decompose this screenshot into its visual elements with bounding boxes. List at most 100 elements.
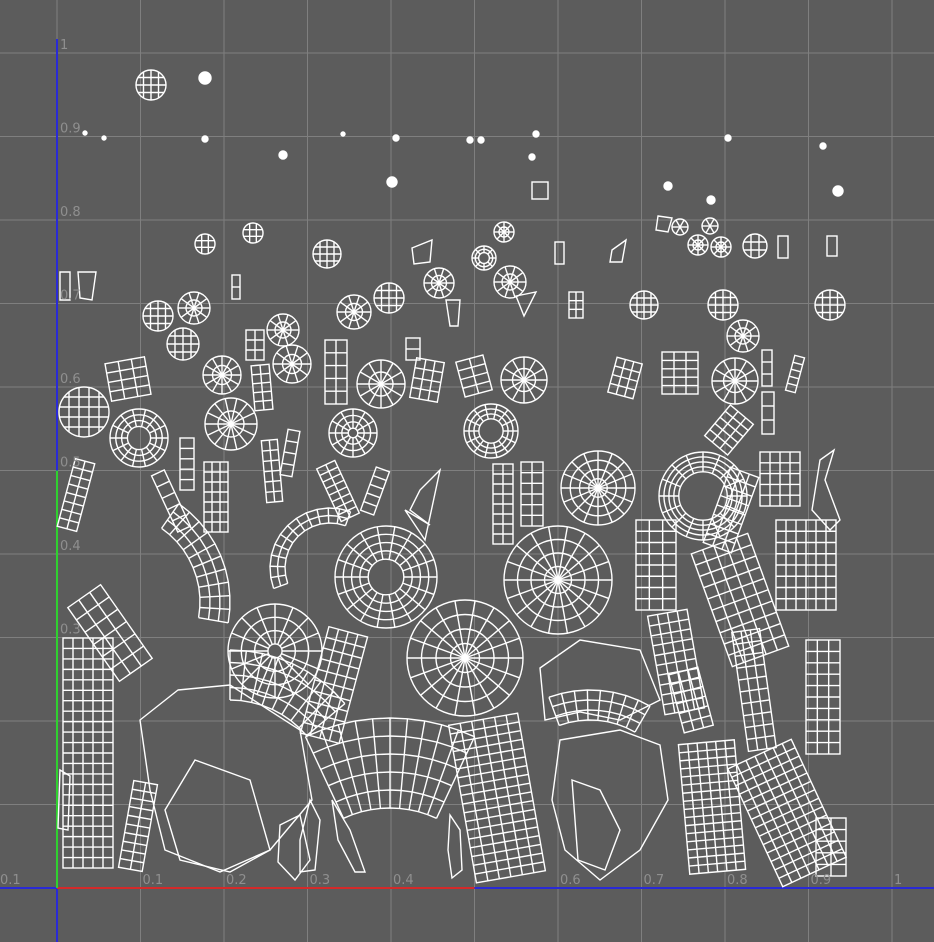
uv-shell-strip — [805, 639, 841, 755]
uv-shell-dot — [466, 136, 474, 144]
u-tick-label: 0.2 — [226, 873, 247, 888]
uv-shell-strip — [245, 329, 265, 361]
uv-shell-disc — [204, 397, 258, 451]
v-tick-label: 0.3 — [60, 623, 81, 638]
uv-shell-poly — [277, 813, 311, 882]
u-tick-label: 0.8 — [727, 873, 748, 888]
uv-shell-poly — [411, 238, 433, 265]
uv-shell-grid-circle — [142, 300, 174, 332]
uv-shell-grid-circle — [242, 222, 264, 244]
uv-shell-arc — [269, 507, 352, 590]
uv-shell-poly — [447, 812, 463, 880]
uv-shell-arc — [548, 689, 651, 733]
uv-shell-dot — [201, 135, 209, 143]
uv-shell-poly — [57, 768, 71, 831]
uv-shell-disc — [701, 217, 719, 235]
uv-shell-strip — [260, 438, 284, 504]
uv-shell-strip — [203, 461, 229, 533]
uv-shell-strip — [454, 354, 494, 398]
uv-shell-dot — [278, 150, 288, 160]
uv-shell-poly — [77, 271, 97, 301]
uv-shell-disc — [658, 451, 748, 541]
u-tick-label: 0.6 — [560, 873, 581, 888]
uv-shell-poly — [299, 797, 321, 873]
uv-shell-disc — [471, 245, 497, 271]
uv-shell-dot — [532, 130, 540, 138]
uv-shell-poly — [515, 291, 538, 318]
uv-shell-disc — [710, 236, 732, 258]
uv-shell-disc — [493, 221, 515, 243]
uv-shell-disc — [272, 344, 312, 384]
uv-shell-grid-circle — [373, 282, 405, 314]
uv-shell-strip — [730, 627, 778, 753]
uv-shell-strip — [315, 459, 361, 523]
uv-shell-strip — [250, 363, 274, 412]
uv-shell-disc — [463, 403, 519, 459]
uv-shell-dot — [706, 195, 716, 205]
uv-shell-disc — [500, 356, 548, 404]
uv-axes — [0, 39, 934, 942]
uv-shell-strip — [179, 437, 195, 491]
uv-shell-strip — [826, 235, 838, 257]
uv-shell-dot — [392, 134, 400, 142]
uv-shell-dot — [819, 142, 827, 150]
uv-shell-strip — [702, 466, 760, 554]
uv-shell-dot — [82, 130, 88, 136]
uv-shell-strip — [117, 779, 159, 873]
uv-shell-dot — [724, 134, 732, 142]
uv-shell-poly — [655, 215, 673, 233]
v-tick-label: 0.7 — [60, 289, 81, 304]
uv-shell-disc — [711, 357, 759, 405]
uv-shell-disc — [109, 408, 169, 468]
u-tick-label: 0.7 — [644, 873, 665, 888]
uv-shell-disc — [356, 359, 406, 409]
uv-shell-grid-circle — [135, 69, 167, 101]
uv-shell-dot — [477, 136, 485, 144]
uv-shell-strip — [408, 357, 446, 403]
uv-shell-strip — [324, 339, 348, 405]
uv-shell-arc — [161, 503, 231, 624]
uv-shell-strip — [492, 463, 514, 545]
uv-shell-strip — [661, 351, 699, 395]
uv-shell-grid-circle — [707, 289, 739, 321]
uv-shell-disc — [202, 355, 242, 395]
v-tick-label: 1 — [60, 38, 68, 53]
uv-shell-strip — [554, 241, 565, 265]
uv-shell-strip — [759, 451, 801, 507]
uv-shell-disc — [493, 265, 527, 299]
uv-shell-poly — [445, 299, 461, 327]
uv-shell-dot — [198, 71, 212, 85]
uv-shell-dot — [340, 131, 346, 137]
u-tick-label: 0.1 — [0, 873, 21, 888]
uv-shell-strip — [279, 428, 301, 478]
uv-shell-disc — [406, 599, 524, 717]
uv-shell-grid-circle — [166, 327, 200, 361]
uv-shell-strip — [690, 532, 790, 668]
uv-shell-poly — [551, 729, 669, 881]
u-tick-label: 0.3 — [310, 873, 331, 888]
uv-shell-strip — [359, 466, 391, 516]
uv-shell-disc — [503, 525, 613, 635]
u-tick-label: 0.4 — [393, 873, 414, 888]
uv-shell-strip — [635, 519, 677, 611]
uv-shell-grid-circle — [814, 289, 846, 321]
uv-shell-dot — [101, 135, 107, 141]
uv-shell-strip — [777, 235, 789, 259]
u-tick-label: 1 — [894, 873, 902, 888]
uv-shell-grid-circle — [312, 239, 342, 269]
uv-shell-strip — [606, 356, 644, 400]
uv-shell-dot — [528, 153, 536, 161]
uv-shell-grid-circle — [194, 233, 216, 255]
uv-shell-disc — [423, 267, 455, 299]
uv-shell-strip — [56, 457, 96, 533]
uv-shell-poly — [609, 238, 627, 263]
u-tick-label: 0.1 — [143, 873, 164, 888]
uv-shell-poly — [164, 759, 271, 873]
uv-shell-poly — [404, 467, 442, 542]
uv-shell-strip — [531, 181, 549, 200]
uv-shell-strip — [726, 738, 848, 888]
uv-shells[interactable] — [56, 69, 848, 888]
